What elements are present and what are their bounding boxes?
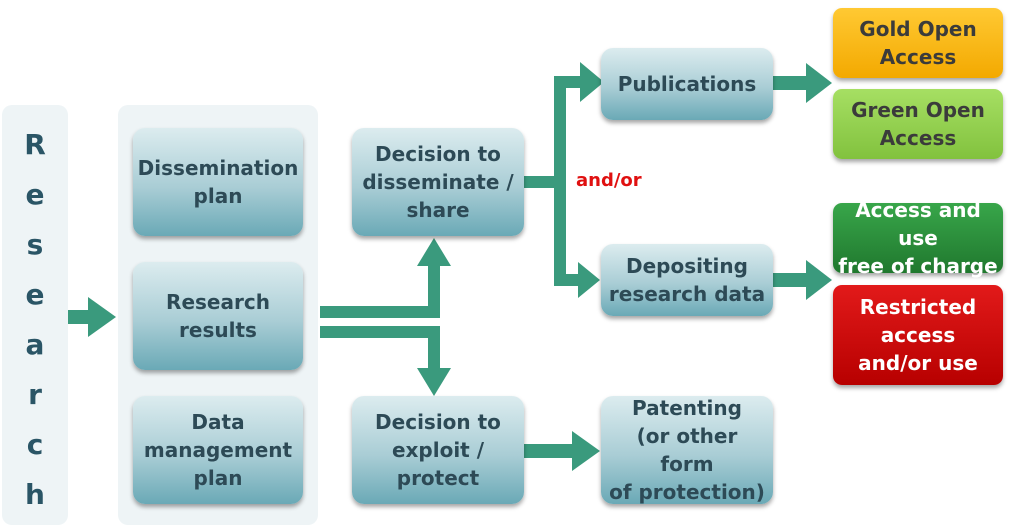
arrow-research-to-results — [68, 310, 90, 324]
arrow-publications-to-oa — [772, 76, 808, 90]
research-letter: e — [25, 178, 45, 211]
patenting-box: Patenting (or other form of protection) — [601, 396, 773, 504]
restricted-access-box: Restricted access and/or use — [833, 285, 1003, 385]
arrowhead — [572, 431, 600, 471]
and-or-label: and/or — [576, 170, 642, 191]
arrowhead — [417, 238, 451, 266]
data-management-plan-box: Data management plan — [133, 396, 303, 504]
arrow-results-to-disseminate — [320, 306, 440, 318]
arrowhead — [578, 262, 600, 298]
decision-disseminate-box: Decision to disseminate / share — [352, 128, 524, 236]
research-letter: c — [26, 428, 44, 461]
arrowhead — [417, 368, 451, 396]
arrowhead — [806, 63, 832, 103]
publications-box: Publications — [601, 48, 773, 120]
access-free-of-charge-box: Access and use free of charge — [833, 198, 1003, 278]
depositing-research-data-box: Depositing research data — [601, 244, 773, 316]
research-column-panel — [2, 105, 68, 525]
green-open-access-box: Green Open Access — [833, 89, 1003, 159]
arrowhead — [806, 260, 832, 300]
research-letter: e — [25, 278, 45, 311]
research-letter: R — [24, 128, 46, 161]
research-letter: a — [25, 328, 45, 361]
gold-open-access-box: Gold Open Access — [833, 8, 1003, 78]
arrowhead — [580, 62, 604, 102]
arrow-depositing-to-access — [772, 273, 808, 287]
decision-exploit-box: Decision to exploit / protect — [352, 396, 524, 504]
research-letter: s — [26, 228, 44, 261]
arrowhead — [88, 297, 116, 337]
dissemination-plan-box: Dissemination plan — [133, 128, 303, 236]
research-letter: r — [28, 378, 42, 411]
research-letter: h — [25, 478, 45, 511]
arrow-results-to-exploit — [320, 326, 440, 338]
arrow-exploit-to-patenting — [524, 444, 574, 458]
research-results-box: Research results — [133, 262, 303, 370]
